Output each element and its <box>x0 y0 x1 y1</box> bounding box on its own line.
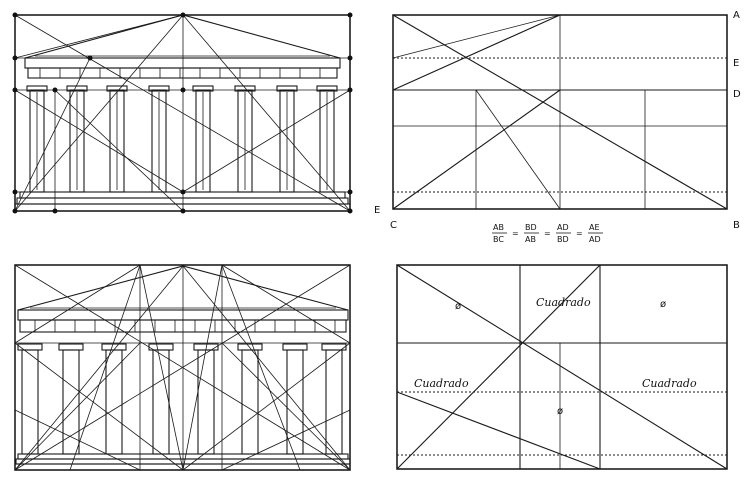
phi-label-top-left: ø <box>455 301 461 312</box>
pediment <box>24 14 341 59</box>
cuadrado-label-right: Cuadrado <box>642 377 697 390</box>
ratio-equation: AB BC = BD AB = AD BD = AE AD <box>492 223 603 244</box>
cuadrado-label-top: Cuadrado <box>536 296 591 309</box>
construction-points <box>12 12 353 214</box>
phi-label-center: ø <box>557 406 563 417</box>
equals-sign-3: = <box>576 229 583 238</box>
fraction-1-denominator: BC <box>493 235 504 244</box>
proportion-lines-bottom <box>14 264 351 471</box>
fraction-2-denominator: AB <box>525 235 536 244</box>
fraction-3-denominator: BD <box>557 235 569 244</box>
golden-rectangle-construction: A E D E C B AB BC = BD AB = AD BD = AE A… <box>374 10 741 244</box>
fraction-4-denominator: AD <box>589 235 601 244</box>
cuadrado-label-left: Cuadrado <box>414 377 469 390</box>
fraction-4-numerator: AE <box>589 223 600 232</box>
label-e-left: E <box>374 205 380 216</box>
equals-sign-2: = <box>544 229 551 238</box>
fraction-1-numerator: AB <box>493 223 504 232</box>
fraction-2-numerator: BD <box>525 223 537 232</box>
label-c: C <box>390 220 397 231</box>
label-e-right: E <box>733 58 739 69</box>
proportion-lines <box>14 14 351 212</box>
square-phi-grid: ø Cuadrado ø Cuadrado ø Cuadrado <box>396 264 728 470</box>
label-b: B <box>733 220 740 231</box>
label-a: A <box>733 10 740 21</box>
phi-label-top-right: ø <box>660 299 666 310</box>
equals-sign-1: = <box>512 229 519 238</box>
label-d: D <box>733 89 741 100</box>
parthenon-elevation-bottom <box>14 264 351 471</box>
parthenon-elevation-top <box>12 12 353 214</box>
fraction-3-numerator: AD <box>557 223 569 232</box>
